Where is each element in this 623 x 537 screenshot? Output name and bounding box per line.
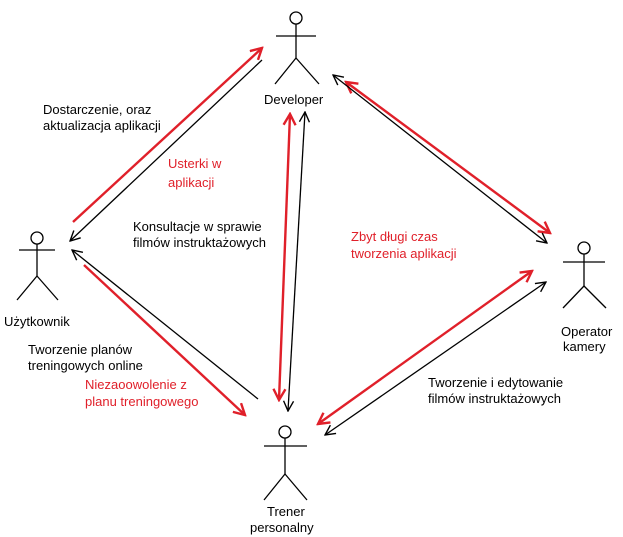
label-usterki-2: aplikacji: [168, 175, 214, 190]
arrow-uzytkownik-to-developer-red: [72, 48, 262, 223]
actor-developer-head: [289, 11, 303, 25]
label-niezadowolenie-2: planu treningowego: [85, 394, 198, 409]
label-konsultacje-1: Konsultacje w sprawie: [133, 219, 262, 234]
label-usterki-1: Usterki w: [168, 156, 222, 171]
label-tworzenie-planow-1: Tworzenie planów: [28, 342, 133, 357]
actor-trener-label-2: personalny: [250, 520, 314, 535]
label-zbyt-dlugi-1: Zbyt długi czas: [351, 229, 438, 244]
actor-developer-label: Developer: [264, 92, 324, 107]
label-zbyt-dlugi-2: tworzenia aplikacji: [351, 246, 457, 261]
arrow-trener-operator-black: [325, 282, 546, 435]
arrow-developer-trener-black: [288, 112, 305, 411]
actor-uzytkownik-label: Użytkownik: [4, 314, 70, 329]
actor-operator-label-2: kamery: [563, 339, 606, 354]
label-dostarczenie-1: Dostarczenie, oraz: [43, 102, 151, 117]
label-dostarczenie-2: aktualizacja aplikacji: [43, 118, 161, 133]
actor-trener-head: [278, 425, 292, 439]
actor-developer: [274, 11, 320, 85]
label-konsultacje-2: filmów instruktażowych: [133, 235, 266, 250]
arrow-developer-trener-red: [279, 114, 290, 400]
arrow-developer-operator-black: [333, 75, 547, 243]
actor-uzytkownik-head: [30, 231, 44, 245]
label-niezadowolenie-1: Niezaoowolenie z: [85, 377, 187, 392]
actor-trener-personalny: [263, 425, 308, 501]
label-tworzenie-filmow-2: filmów instruktażowych: [428, 391, 561, 406]
actor-operator-head: [577, 241, 591, 255]
actor-operator-kamery: [562, 241, 607, 309]
arrow-developer-to-uzytkownik: [70, 59, 263, 241]
actor-trener-label-1: Trener: [267, 504, 305, 519]
arrow-uzytkownik-to-trener-red: [83, 264, 245, 415]
actor-uzytkownik: [16, 231, 59, 301]
arrow-trener-to-uzytkownik: [72, 250, 259, 400]
label-tworzenie-planow-2: treningowych online: [28, 358, 143, 373]
arrow-developer-operator-red: [346, 82, 550, 233]
actor-operator-label-1: Operator: [561, 324, 613, 339]
label-tworzenie-filmow-1: Tworzenie i edytowanie: [428, 375, 563, 390]
